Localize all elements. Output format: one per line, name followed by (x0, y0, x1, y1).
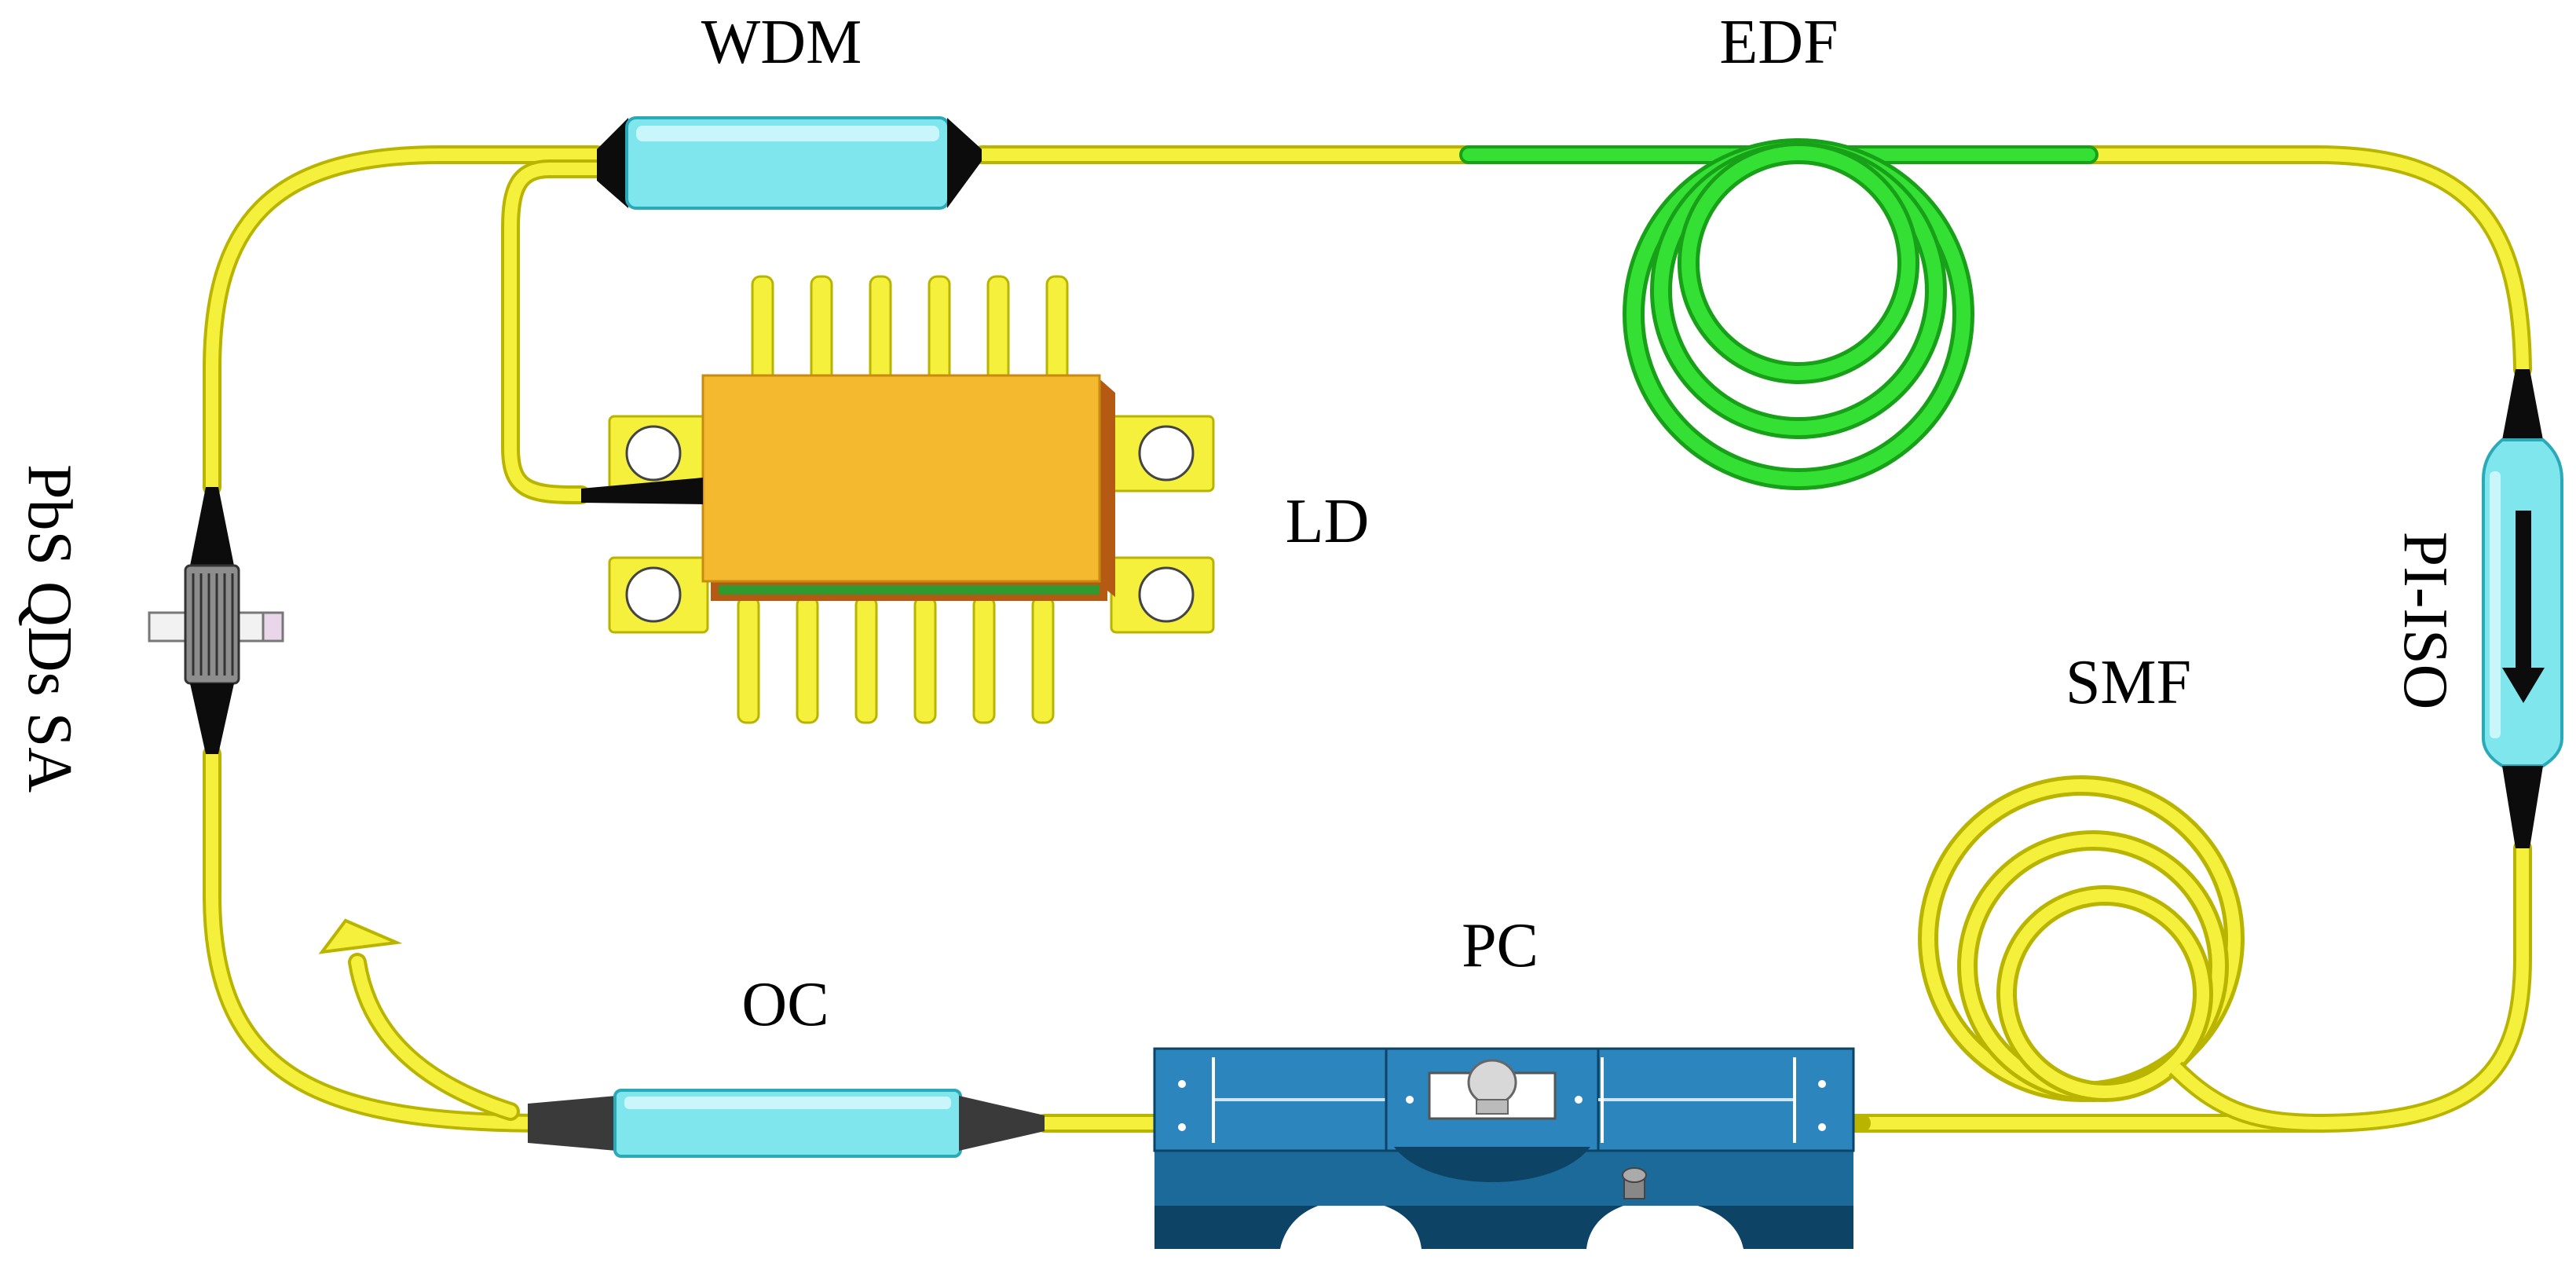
label-smf: SMF (2066, 648, 2191, 717)
sa-connector (148, 487, 284, 754)
wdm-right-boot (947, 118, 982, 208)
label-wdm: WDM (701, 8, 862, 77)
label-ld: LD (1286, 487, 1370, 556)
ld-top-pins (751, 275, 1069, 384)
iso-bottom-boot (2502, 766, 2543, 848)
label-sa: PbS QDs SA (15, 464, 84, 793)
pc-paddle-left (1153, 1047, 1388, 1152)
label-pc: PC (1462, 911, 1539, 980)
pc-paddle-right (1597, 1047, 1855, 1152)
output-coupler (318, 918, 1045, 1158)
pi-isolator (2482, 369, 2563, 848)
pc-knob (1622, 1167, 1647, 1199)
ld-pigtail (581, 478, 703, 504)
polarization-controller (1153, 1047, 1855, 1249)
smf-coil (1918, 775, 2325, 1133)
ld-body (701, 374, 1101, 583)
wdm-to-ld-fiber (504, 163, 603, 501)
sa-bottom-boot (190, 683, 234, 754)
edf-coil (1623, 138, 1974, 490)
arrow-down-icon (2502, 511, 2545, 703)
pc-paddle-middle (1385, 1047, 1647, 1199)
label-oc: OC (741, 970, 829, 1039)
output-arrow-icon (318, 918, 403, 954)
oc-output-fiber-outline (348, 953, 520, 1121)
wdm-left-boot (597, 118, 628, 208)
fiber-loop-core (206, 148, 2529, 1130)
fiber-loop-outline (203, 145, 2532, 1133)
sa-top-boot (190, 487, 234, 566)
ld-bottom-pins (737, 595, 1055, 724)
oc-output-fiber (351, 956, 517, 1118)
oc-left-boot (528, 1096, 617, 1151)
oc-right-boot (959, 1096, 1045, 1151)
iso-top-boot (2502, 369, 2543, 440)
wdm-to-ld-fiber-outline (501, 159, 606, 504)
wdm-coupler (501, 116, 982, 504)
fiber-loop (203, 145, 2532, 1133)
ld-flange-holes (625, 425, 1195, 623)
label-edf: EDF (1719, 8, 1838, 77)
labels: WDM EDF LD SMF PC OC PI-ISO PbS QDs SA (15, 8, 2460, 1039)
edf-fiber (1459, 138, 2098, 490)
label-pi-iso: PI-ISO (2391, 532, 2460, 710)
sa-ferrule (184, 564, 240, 685)
laser-diode (581, 275, 1215, 724)
